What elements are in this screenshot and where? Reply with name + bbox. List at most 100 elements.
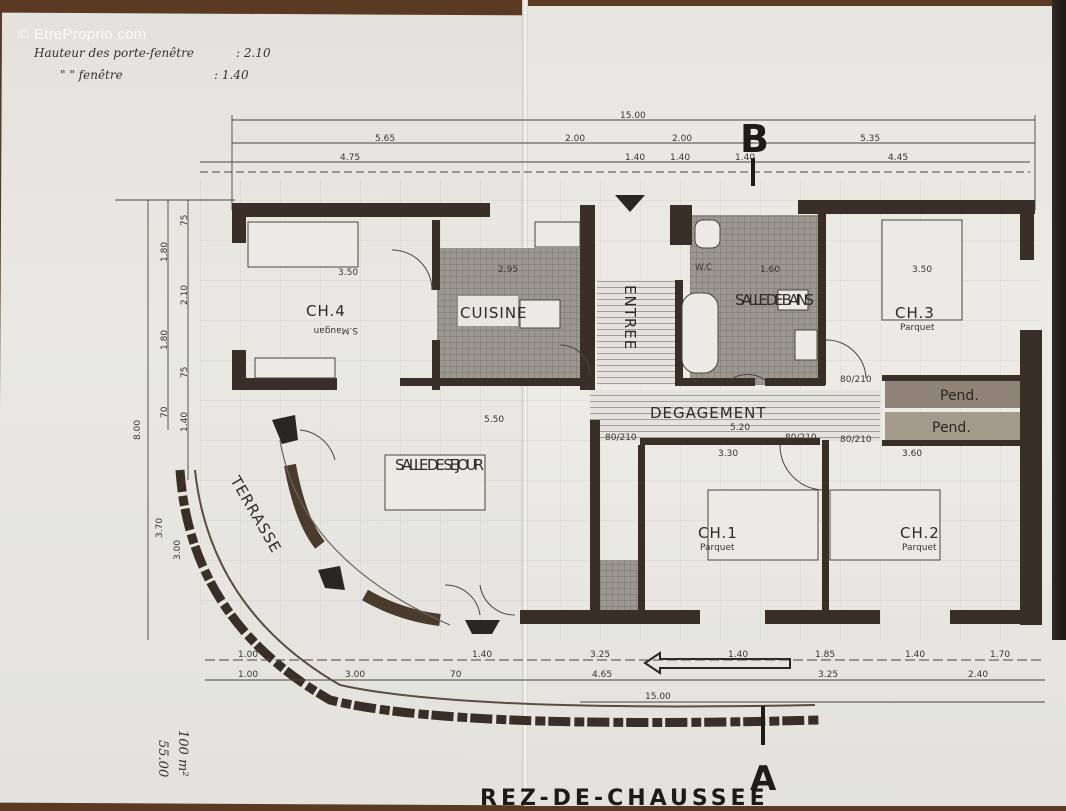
ch4-bed — [247, 221, 359, 268]
room-label-pend2: Pend. — [932, 420, 971, 436]
dim-top-4: 5.35 — [860, 134, 880, 144]
dim-bottom-5: 1.85 — [815, 650, 835, 660]
dim-top-row2-2: 1.40 — [625, 153, 645, 163]
dim-bottom-3: 3.25 — [590, 650, 610, 660]
dim-bottom-row2-2: 3.00 — [345, 670, 365, 680]
direction-arrow — [643, 651, 791, 675]
room-width-ch1: 3.30 — [718, 449, 738, 459]
dim-top-row2-1: 4.75 — [340, 153, 360, 163]
note-line1-value: : 2.10 — [236, 46, 271, 60]
dim-top-1: 5.65 — [375, 134, 395, 144]
walls — [232, 200, 1042, 625]
room-label-ch4: CH.4 — [306, 302, 346, 320]
dim-left-7: 1.40 — [180, 412, 190, 432]
watermark: © EtreProprio.com — [18, 26, 147, 43]
degagement-floor — [590, 390, 880, 440]
door-mark-3: 80/210 — [785, 433, 817, 443]
dim-top-row2-4: 1.40 — [735, 153, 755, 163]
sejour-curved-wall-lower — [362, 589, 441, 626]
dim-bottom-row2-3: 70 — [450, 670, 462, 680]
floor-title: REZ-DE-CHAUSSEE — [480, 786, 769, 811]
terrace-edge-inner — [194, 469, 816, 708]
room-label-ch2: CH.2 — [900, 524, 940, 542]
bathtub — [681, 292, 719, 374]
dim-bottom-row2-5: 3.25 — [818, 670, 838, 680]
closet-2-fill — [885, 412, 1025, 442]
dim-bottom-1: 1.00 — [238, 650, 258, 660]
left-dimension-lines — [115, 199, 235, 640]
dim-left-1: 75 — [180, 215, 190, 226]
ch1-bed — [707, 489, 819, 561]
dim-left-6: 70 — [160, 406, 170, 418]
dim-left-terrace-1: 3.70 — [155, 518, 165, 538]
room-label-pend1: Pend. — [940, 388, 979, 404]
wc-toilet — [694, 219, 721, 249]
room-label-entree: ENTREE — [621, 285, 639, 350]
dim-top-row2-5: 4.45 — [888, 153, 908, 163]
dim-top-2: 2.00 — [565, 134, 585, 144]
kitchen-label-bg — [458, 296, 518, 326]
room-dim-sdb: 1.60 — [760, 265, 780, 275]
room-label-degagement: DEGAGEMENT — [650, 404, 767, 422]
room-note-ch4: S.Maugan — [314, 325, 359, 335]
closet-1-fill — [885, 378, 1025, 408]
dim-top-total: 15.00 — [620, 111, 646, 121]
room-label-salle-de-bains: SALLE DE BAINS — [735, 291, 815, 309]
dim-bottom-4: 1.40 — [728, 650, 748, 660]
dim-left-3: 2.10 — [180, 285, 190, 305]
furniture — [247, 219, 963, 561]
room-label-ch1: CH.1 — [698, 524, 738, 542]
section-marker-a: A — [750, 759, 777, 799]
door-mark-2: 80/210 — [840, 435, 872, 445]
sejour-table — [384, 454, 486, 511]
dim-left-5: 75 — [180, 367, 190, 378]
door-swings — [299, 249, 867, 616]
terrace-edge-outer — [175, 469, 821, 727]
kitchen-table — [519, 299, 561, 329]
dim-bottom-2: 1.40 — [472, 650, 492, 660]
dim-bottom-row2-4: 4.65 — [592, 670, 612, 680]
dim-top-row2-3: 1.40 — [670, 153, 690, 163]
dim-left-2: 1.80 — [160, 242, 170, 262]
room-width-sejour: 5.50 — [484, 415, 504, 425]
room-label-cuisine: CUISINE — [460, 304, 528, 322]
room-floor-ch3: Parquet — [900, 323, 935, 333]
room-width-ch4: 3.50 — [338, 268, 358, 278]
entree-floor — [597, 280, 677, 385]
room-label-sejour: SALLE DE SEJOUR — [395, 456, 485, 474]
sejour-curved-wall-upper — [284, 463, 325, 549]
section-marker-b: B — [740, 117, 769, 161]
door-mark-4: 80/210 — [605, 433, 637, 443]
entrance-arrow-top — [615, 195, 645, 212]
room-width-degagement: 5.20 — [730, 423, 750, 433]
terrace-arrow-1 — [272, 415, 298, 444]
ch4-desk — [254, 357, 336, 379]
dim-bottom-row2-1: 1.00 — [238, 670, 258, 680]
room-label-ch3: CH.3 — [895, 304, 935, 322]
room-width-ch3: 3.50 — [912, 265, 932, 275]
dim-bottom-7: 1.70 — [990, 650, 1010, 660]
room-width-cuisine: 2.95 — [498, 265, 518, 275]
bathroom-sink-2 — [794, 329, 818, 361]
dim-bottom-total: 15.00 — [645, 692, 671, 702]
table-edge — [1052, 0, 1066, 640]
dim-bottom-6: 1.40 — [905, 650, 925, 660]
boiler-tile — [598, 560, 638, 610]
terrace-arrow-2 — [318, 566, 345, 590]
door-mark-1: 80/210 — [840, 375, 872, 385]
dim-top-3: 2.00 — [672, 134, 692, 144]
room-label-wc: W.C — [695, 263, 712, 273]
dim-left-total: 8.00 — [133, 420, 143, 440]
ch3-bed — [881, 219, 963, 321]
bathroom-sink-1 — [777, 289, 809, 311]
dim-bottom-row2-6: 2.40 — [968, 670, 988, 680]
kitchen-counter — [534, 221, 581, 248]
entrance-arrow-bottom — [465, 620, 500, 634]
dim-left-terrace-2: 3.00 — [173, 540, 183, 560]
ch2-bed — [829, 489, 941, 561]
top-dimension-lines — [200, 115, 1036, 210]
note-line2-label: " " fenêtre — [60, 68, 123, 82]
sejour-arc-guide — [279, 439, 451, 626]
room-floor-ch2: Parquet — [902, 543, 937, 553]
